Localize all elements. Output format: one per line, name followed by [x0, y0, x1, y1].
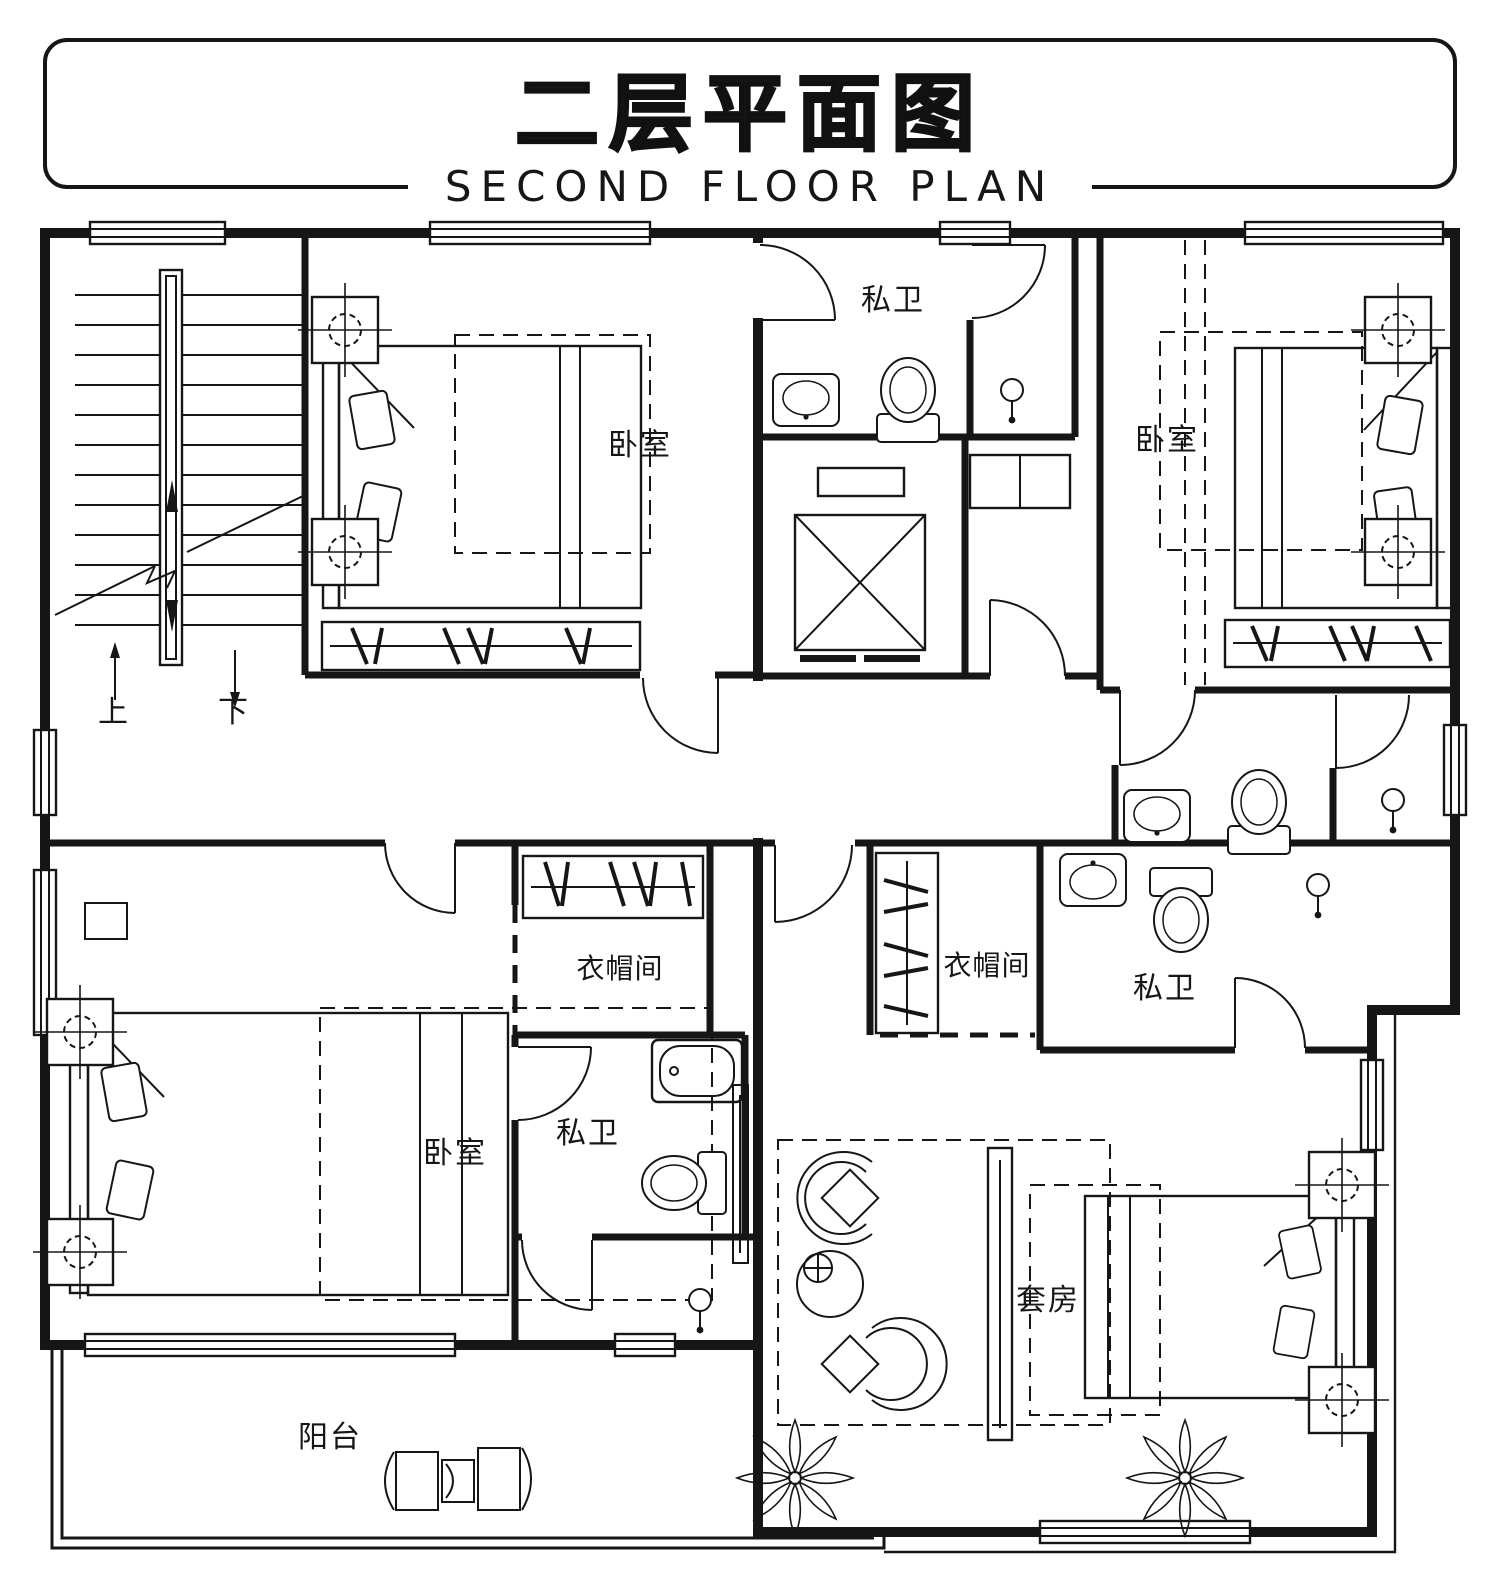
window	[32, 868, 58, 1037]
label-suite: 套房	[1016, 1283, 1080, 1318]
door-bedroom-bottom-left	[384, 842, 456, 914]
door-hall	[989, 599, 1066, 677]
balcony-rails	[50, 1350, 886, 1550]
door-bedroom-top-left	[642, 677, 719, 754]
drain-lobby	[688, 1288, 712, 1335]
sink-bath-top	[772, 373, 840, 427]
window	[428, 220, 652, 246]
label-closet-center: 衣帽间	[576, 952, 663, 985]
column-icon	[296, 281, 394, 379]
dashed-openings	[512, 905, 1035, 1038]
label-balcony: 阳台	[298, 1420, 362, 1455]
door-laundry-lobby	[521, 1239, 593, 1311]
door-bath-center	[517, 1046, 592, 1121]
door-suite-entry	[774, 844, 853, 923]
door-bath-top	[759, 244, 836, 321]
page-title: 二层平面图	[515, 65, 985, 163]
tv-panel-bottom-left	[732, 1084, 749, 1264]
windows	[32, 220, 1468, 1545]
label-bedroom-top-left: 卧室	[608, 428, 672, 463]
bed-bottom-left	[68, 1011, 510, 1297]
balcony-set	[384, 1447, 532, 1511]
toilet-bath-mid	[1227, 769, 1291, 855]
column-icon	[1293, 1136, 1391, 1234]
window	[1038, 1519, 1252, 1545]
window	[1243, 220, 1445, 246]
label-closet-right: 衣帽间	[943, 949, 1030, 982]
column-icon	[31, 1203, 129, 1301]
column-icon	[31, 983, 129, 1081]
label-bath-center: 私卫	[556, 1116, 620, 1151]
wall-shelf	[84, 902, 128, 940]
label-bath-right: 私卫	[1133, 971, 1197, 1006]
wardrobe-top-left	[320, 620, 642, 672]
stair-arrow-mark	[166, 600, 178, 632]
tv-panel-suite	[986, 1146, 1014, 1442]
elevator-panel	[816, 466, 906, 498]
interior-walls	[45, 228, 1455, 1345]
doors	[384, 244, 1410, 1311]
door-bath-mid-shower	[1335, 694, 1410, 769]
drain-bath-right	[1306, 873, 1330, 920]
toilet-bath-right	[1149, 867, 1213, 953]
column-icon	[296, 503, 394, 601]
wardrobe-top-right	[1223, 618, 1452, 669]
stairwell	[54, 268, 306, 708]
eave-line	[884, 1012, 1397, 1554]
label-bath-top: 私卫	[861, 283, 925, 318]
zone-bedroom-top-left	[454, 334, 651, 554]
column-icon	[1349, 281, 1447, 379]
wardrobe-right	[874, 851, 940, 1035]
door-bedroom-top-right	[1119, 689, 1196, 766]
furniture	[31, 281, 1455, 1550]
wardrobe-center	[521, 854, 705, 920]
page-subtitle: SECOND FLOOR PLAN	[445, 162, 1055, 211]
window	[1442, 723, 1468, 817]
column-icon	[1349, 503, 1447, 601]
stair-break-line	[54, 494, 306, 616]
drain-bath-top	[1000, 378, 1024, 425]
toilet-bath-top	[876, 357, 940, 443]
window	[613, 1332, 677, 1358]
sink-bath-mid	[1123, 789, 1191, 843]
sink-bath-right	[1059, 853, 1127, 907]
beam-lines	[1184, 240, 1206, 685]
suite-seating	[777, 1139, 1111, 1426]
zone-bedroom-top-right	[1159, 331, 1363, 551]
window	[88, 220, 227, 246]
door-bath-right	[1234, 977, 1306, 1049]
room-labels: 私卫 卧室 卧室 上 下 衣帽间 衣帽间 私卫 私卫 卧室 套房 阳台	[98, 283, 1199, 1455]
tub-bath-center	[650, 1038, 744, 1104]
stair-arrow-mark	[166, 480, 178, 512]
window	[32, 728, 58, 817]
window	[83, 1332, 457, 1358]
elevator	[793, 453, 1072, 662]
elevator-car	[793, 513, 927, 652]
bed-top-right	[1233, 346, 1455, 610]
title-block: 二层平面图 SECOND FLOOR PLAN	[43, 38, 1457, 211]
window	[1359, 1058, 1385, 1152]
window	[938, 220, 1012, 246]
zone-suite-bed	[1029, 1184, 1161, 1416]
bed-suite	[1083, 1194, 1356, 1400]
door-bath-top-shower	[971, 244, 1046, 319]
label-bedroom-bottom-left: 卧室	[423, 1136, 487, 1171]
down-arrowhead	[230, 692, 240, 708]
label-bedroom-top-right: 卧室	[1135, 423, 1199, 458]
label-stairs-up: 上	[98, 695, 130, 730]
plant-icon	[1127, 1420, 1243, 1536]
drain-bath-mid	[1381, 788, 1405, 835]
subtitle-mask	[408, 163, 1092, 211]
label-stairs-down: 下	[218, 695, 250, 730]
outer-walls	[40, 228, 1460, 1554]
up-arrowhead	[110, 642, 120, 658]
toilet-bath-center	[641, 1151, 727, 1215]
column-icon	[1293, 1351, 1391, 1449]
